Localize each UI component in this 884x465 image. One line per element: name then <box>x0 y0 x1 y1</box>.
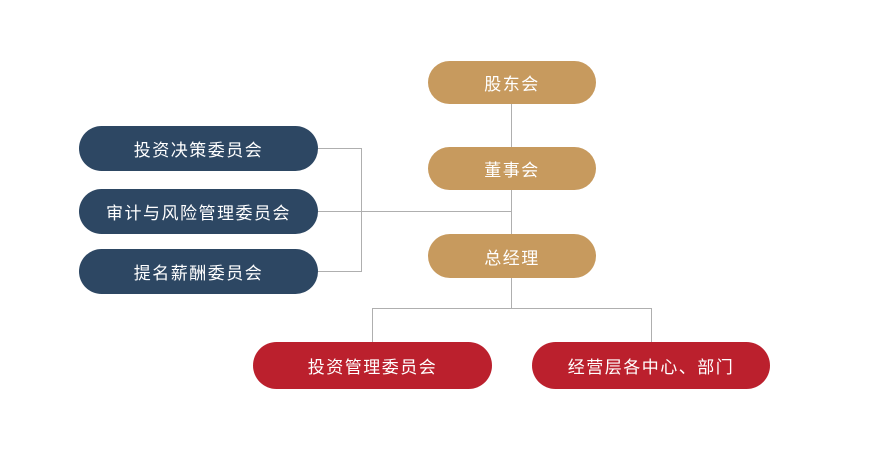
connector-shareholders-board <box>511 104 512 147</box>
node-audit-risk-committee: 审计与风险管理委员会 <box>79 189 318 234</box>
connector-board-general-manager <box>511 190 512 234</box>
connector-drop-operating-centers <box>651 308 652 342</box>
connector-bottom-horizontal <box>372 308 652 309</box>
node-operating-centers-departments-label: 经营层各中心、部门 <box>567 358 735 378</box>
node-investment-management-committee-label: 投资管理委员会 <box>307 358 438 378</box>
node-nomination-remuneration-committee-label: 提名薪酬委员会 <box>133 264 264 284</box>
node-investment-decision-committee: 投资决策委员会 <box>79 126 318 171</box>
node-nomination-remuneration-committee: 提名薪酬委员会 <box>79 249 318 294</box>
node-general-manager: 总经理 <box>428 234 596 278</box>
node-shareholders: 股东会 <box>428 61 596 104</box>
node-operating-centers-departments: 经营层各中心、部门 <box>532 342 770 389</box>
connector-drop-investment-management <box>372 308 373 342</box>
connector-general-manager-down <box>511 278 512 308</box>
connector-stub-investment-decision <box>318 148 362 149</box>
node-board: 董事会 <box>428 147 596 190</box>
node-investment-management-committee: 投资管理委员会 <box>253 342 492 389</box>
node-general-manager-label: 总经理 <box>484 248 540 269</box>
connector-stub-nomination <box>318 271 362 272</box>
node-shareholders-label: 股东会 <box>484 75 540 95</box>
connector-committee-bus <box>361 148 362 272</box>
node-audit-risk-committee-label: 审计与风险管理委员会 <box>106 204 291 224</box>
node-board-label: 董事会 <box>484 161 540 181</box>
connector-audit-risk-to-center <box>318 211 511 212</box>
node-investment-decision-committee-label: 投资决策委员会 <box>133 141 264 161</box>
